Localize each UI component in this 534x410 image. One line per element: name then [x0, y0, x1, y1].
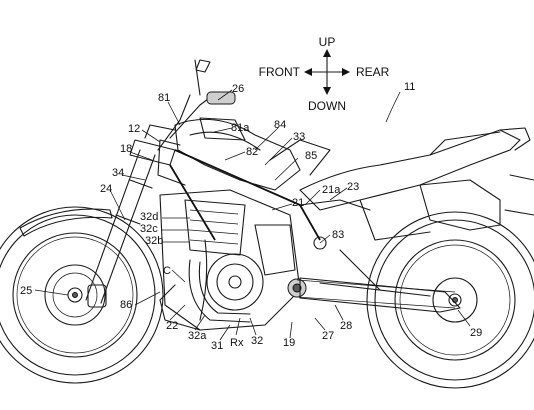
label-11: 11 [404, 81, 415, 93]
label-34: 34 [112, 167, 124, 179]
rear-wheel [366, 211, 534, 389]
label-24: 24 [100, 183, 112, 195]
label-Rx: Rx [230, 337, 244, 349]
direction-indicator: UP DOWN FRONT REAR [259, 35, 390, 113]
label-86: 86 [120, 299, 132, 311]
drive-chain [296, 279, 456, 309]
direction-up-label: UP [319, 35, 336, 49]
label-31: 31 [211, 340, 223, 352]
label-85: 85 [305, 150, 317, 162]
label-23: 23 [347, 181, 359, 193]
label-81: 81 [158, 92, 170, 104]
direction-front-label: FRONT [259, 65, 301, 79]
label-83: 83 [332, 229, 344, 241]
label-81a: 81a [231, 122, 250, 134]
frame [169, 149, 371, 241]
label-21a: 21a [322, 184, 341, 196]
label-25: 25 [20, 285, 32, 297]
label-84: 84 [274, 119, 286, 131]
exhaust [188, 259, 251, 323]
label-26: 26 [232, 83, 244, 95]
label-32c: 32c [140, 223, 158, 235]
reference-labels: 11 26 81 81a 12 84 33 18 82 85 34 24 21 … [20, 81, 482, 352]
label-C: C [163, 265, 171, 277]
label-29: 29 [470, 327, 482, 339]
label-32d: 32d [140, 211, 158, 223]
label-28: 28 [340, 320, 352, 332]
front-fender [19, 208, 113, 237]
label-12: 12 [128, 123, 140, 135]
label-32b: 32b [145, 235, 163, 247]
label-33: 33 [293, 131, 305, 143]
label-18: 18 [120, 143, 132, 155]
leader-lines [34, 89, 471, 341]
label-21: 21 [292, 197, 304, 209]
seat-and-tail [299, 127, 534, 241]
engine [159, 189, 307, 331]
label-32: 32 [251, 335, 263, 347]
label-22: 22 [166, 320, 178, 332]
label-27: 27 [322, 330, 334, 342]
direction-down-label: DOWN [308, 99, 346, 113]
direction-rear-label: REAR [356, 65, 390, 79]
label-32a: 32a [188, 330, 207, 342]
label-82: 82 [246, 146, 258, 158]
label-19: 19 [283, 337, 295, 349]
